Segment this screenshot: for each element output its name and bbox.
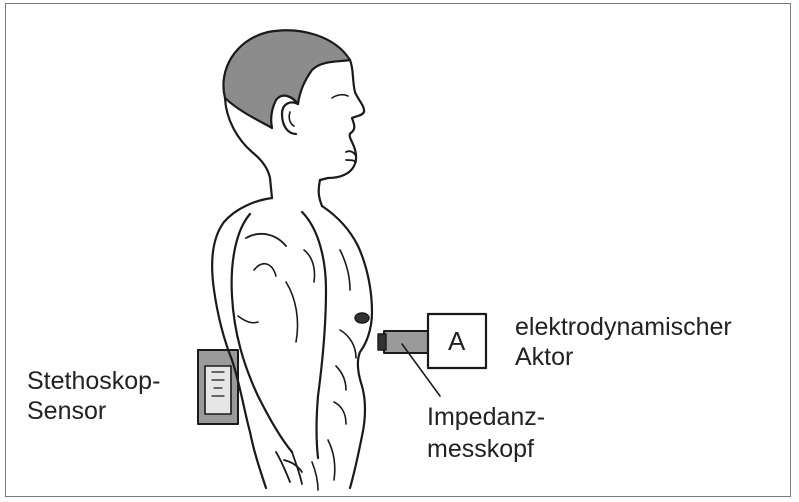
- impedance-label-line1: Impedanz-: [427, 402, 545, 432]
- impedance-label-line2: messkopf: [427, 434, 534, 464]
- stethoscope-label-line1: Stethoskop-: [27, 366, 160, 396]
- actuator-label-line2: Aktor: [515, 342, 573, 372]
- impedance-head: [378, 331, 428, 353]
- stethoscope-label-line2: Sensor: [27, 396, 106, 426]
- actuator-label-line1: elektrodynamischer: [515, 312, 732, 342]
- hair: [223, 30, 350, 128]
- actuator-box-letter: A: [448, 326, 465, 356]
